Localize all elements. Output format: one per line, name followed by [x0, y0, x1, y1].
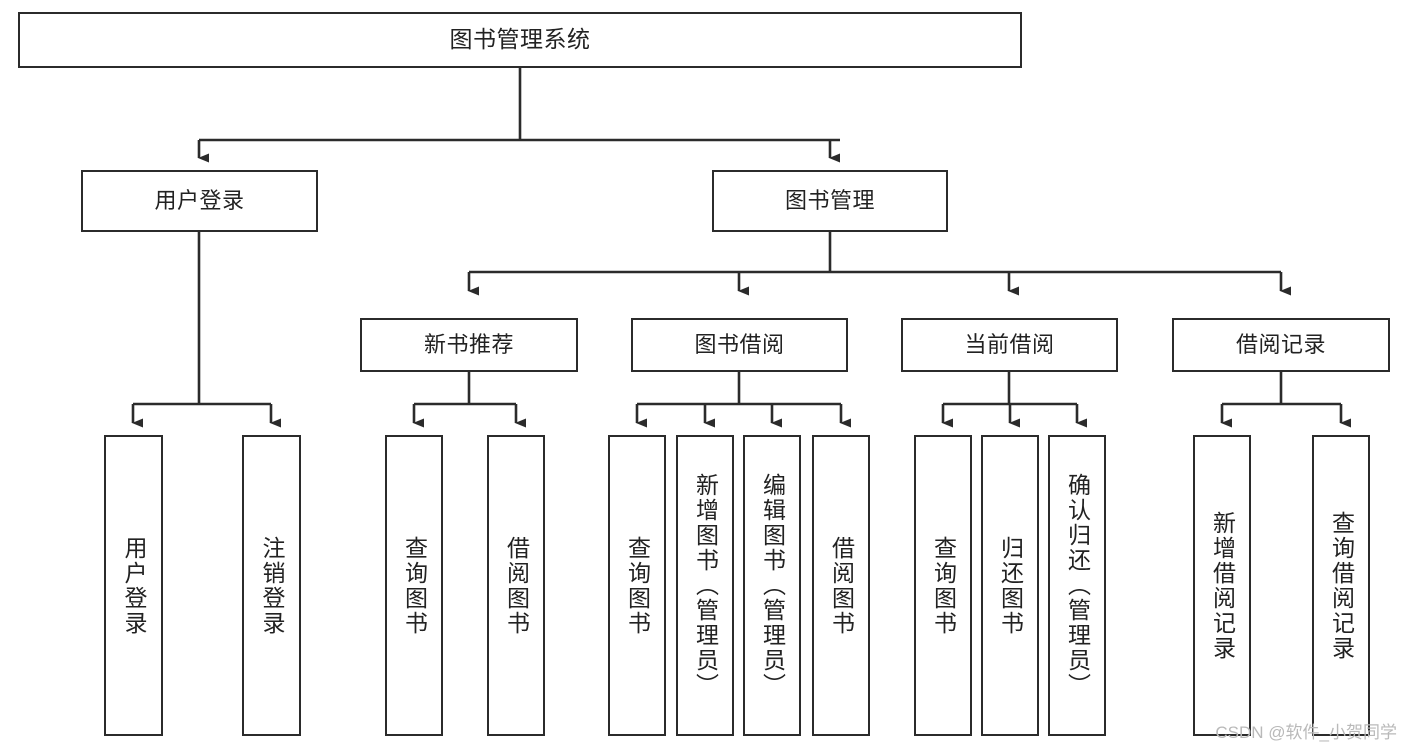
node-leaf-query-book-2-label: 查询图书: [624, 535, 651, 636]
node-leaf-edit-book-label: 编辑图书（管理员）: [759, 473, 786, 698]
node-leaf-borrow-book-1-label: 借阅图书: [503, 535, 530, 636]
node-leaf-query-book-3-label: 查询图书: [930, 535, 957, 636]
node-leaf-borrow-book-2[interactable]: 借阅图书: [812, 435, 870, 736]
node-root-label: 图书管理系统: [449, 26, 591, 53]
node-leaf-add-book-label: 新增图书（管理员）: [692, 473, 719, 698]
node-leaf-return-book-label: 归还图书: [997, 535, 1024, 636]
node-root-system[interactable]: 图书管理系统: [18, 12, 1022, 68]
csdn-watermark: CSDN @软件_小贺同学: [1215, 723, 1397, 742]
node-current-borrow-label: 当前借阅: [964, 332, 1055, 358]
node-book-management-label: 图书管理: [784, 188, 875, 214]
node-leaf-return-book[interactable]: 归还图书: [981, 435, 1039, 736]
node-new-book-recommend[interactable]: 新书推荐: [360, 318, 578, 372]
node-leaf-borrow-book-1[interactable]: 借阅图书: [487, 435, 545, 736]
node-leaf-add-record[interactable]: 新增借阅记录: [1193, 435, 1251, 736]
node-leaf-query-book-3[interactable]: 查询图书: [914, 435, 972, 736]
node-leaf-add-book[interactable]: 新增图书（管理员）: [676, 435, 734, 736]
node-leaf-user-login[interactable]: 用户登录: [104, 435, 163, 736]
node-user-login-label: 用户登录: [154, 188, 245, 214]
node-borrow-record-label: 借阅记录: [1235, 332, 1326, 358]
node-leaf-query-book-1-label: 查询图书: [401, 535, 428, 636]
node-leaf-user-login-label: 用户登录: [121, 535, 147, 636]
node-user-login[interactable]: 用户登录: [81, 170, 318, 232]
node-leaf-query-record-label: 查询借阅记录: [1328, 510, 1355, 661]
node-leaf-logout[interactable]: 注销登录: [242, 435, 301, 736]
node-book-borrow[interactable]: 图书借阅: [631, 318, 848, 372]
node-leaf-confirm-return[interactable]: 确认归还（管理员）: [1048, 435, 1106, 736]
node-leaf-query-record[interactable]: 查询借阅记录: [1312, 435, 1370, 736]
node-leaf-logout-label: 注销登录: [259, 535, 285, 636]
node-borrow-record[interactable]: 借阅记录: [1172, 318, 1390, 372]
node-book-management[interactable]: 图书管理: [712, 170, 948, 232]
node-leaf-borrow-book-2-label: 借阅图书: [828, 535, 855, 636]
node-leaf-query-book-2[interactable]: 查询图书: [608, 435, 666, 736]
node-current-borrow[interactable]: 当前借阅: [901, 318, 1118, 372]
node-leaf-edit-book[interactable]: 编辑图书（管理员）: [743, 435, 801, 736]
node-leaf-add-record-label: 新增借阅记录: [1209, 510, 1236, 661]
node-leaf-confirm-return-label: 确认归还（管理员）: [1064, 473, 1091, 698]
node-new-book-recommend-label: 新书推荐: [423, 332, 514, 358]
node-leaf-query-book-1[interactable]: 查询图书: [385, 435, 443, 736]
node-book-borrow-label: 图书借阅: [694, 332, 785, 358]
